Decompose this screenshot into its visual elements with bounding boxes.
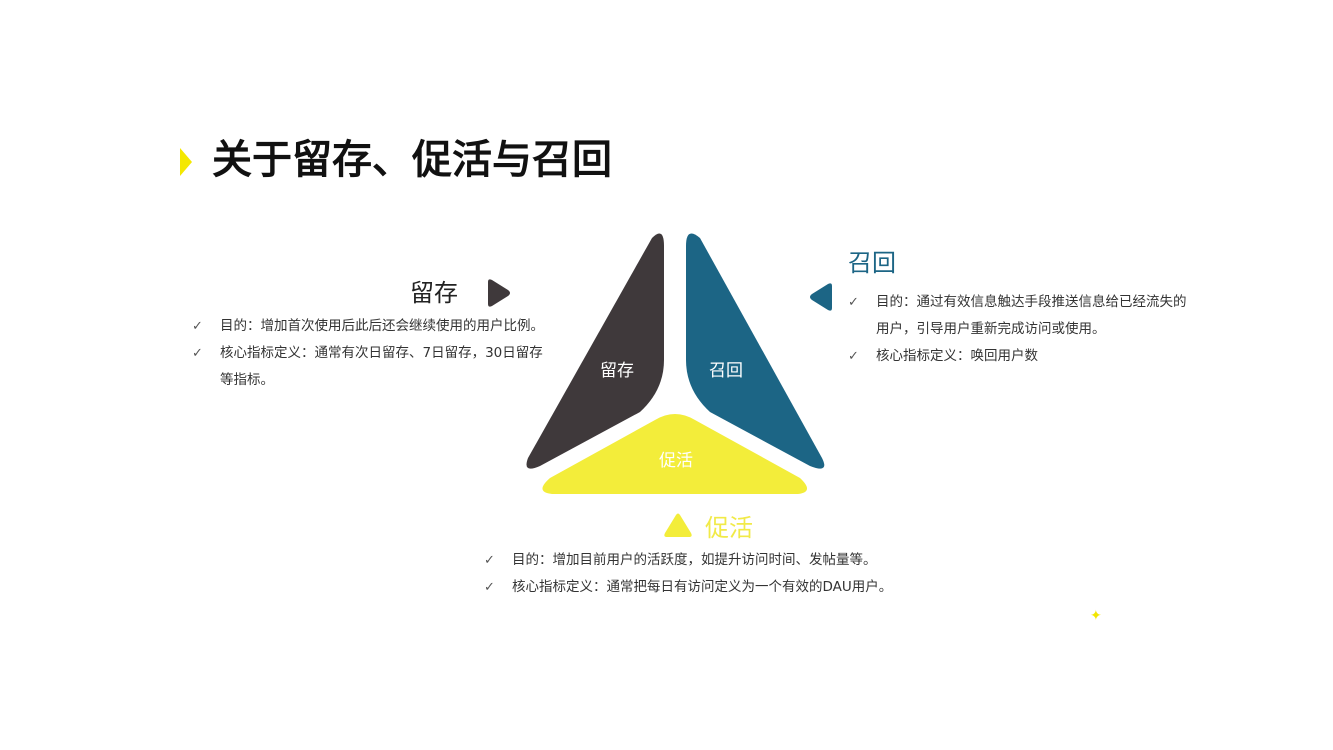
- activation-heading: 促活: [705, 514, 753, 542]
- activation-segment: [542, 414, 808, 494]
- page-title: 关于留存、促活与召回: [212, 137, 612, 183]
- recall-heading: 召回: [848, 249, 896, 277]
- recall-arrow-icon: [810, 283, 832, 311]
- recall-segment-label: 召回: [709, 361, 743, 381]
- check-icon: ✓: [192, 346, 203, 361]
- list-item: ✓核心指标定义：通常把每日有访问定义为一个有效的DAU用户。: [484, 574, 964, 601]
- check-icon: ✓: [848, 295, 859, 310]
- check-icon: ✓: [848, 349, 859, 364]
- list-item: ✓目的：增加首次使用后此后还会继续使用的用户比例。: [192, 313, 554, 340]
- check-icon: ✓: [484, 553, 495, 568]
- activation-segment-label: 促活: [659, 451, 693, 471]
- check-icon: ✓: [192, 319, 203, 334]
- star-icon: ✦: [1090, 608, 1102, 624]
- title-marker-icon: [180, 148, 192, 176]
- list-item: ✓核心指标定义：唤回用户数: [848, 343, 1188, 370]
- check-icon: ✓: [484, 580, 495, 595]
- list-item: ✓目的：增加目前用户的活跃度，如提升访问时间、发帖量等。: [484, 547, 964, 574]
- retention-segment-label: 留存: [600, 361, 634, 381]
- activation-bullets: ✓目的：增加目前用户的活跃度，如提升访问时间、发帖量等。 ✓核心指标定义：通常把…: [484, 547, 964, 601]
- activation-arrow-icon: [664, 513, 692, 537]
- retention-segment: [526, 233, 664, 469]
- recall-segment: [686, 233, 825, 469]
- recall-bullets: ✓目的：通过有效信息触达手段推送信息给已经流失的用户，引导用户重新完成访问或使用…: [848, 289, 1188, 370]
- retention-arrow-icon: [488, 279, 510, 307]
- list-item: ✓目的：通过有效信息触达手段推送信息给已经流失的用户，引导用户重新完成访问或使用…: [848, 289, 1188, 343]
- retention-heading: 留存: [410, 279, 458, 307]
- retention-bullets: ✓目的：增加首次使用后此后还会继续使用的用户比例。 ✓核心指标定义：通常有次日留…: [192, 313, 554, 394]
- list-item: ✓核心指标定义：通常有次日留存、7日留存，30日留存等指标。: [192, 340, 554, 394]
